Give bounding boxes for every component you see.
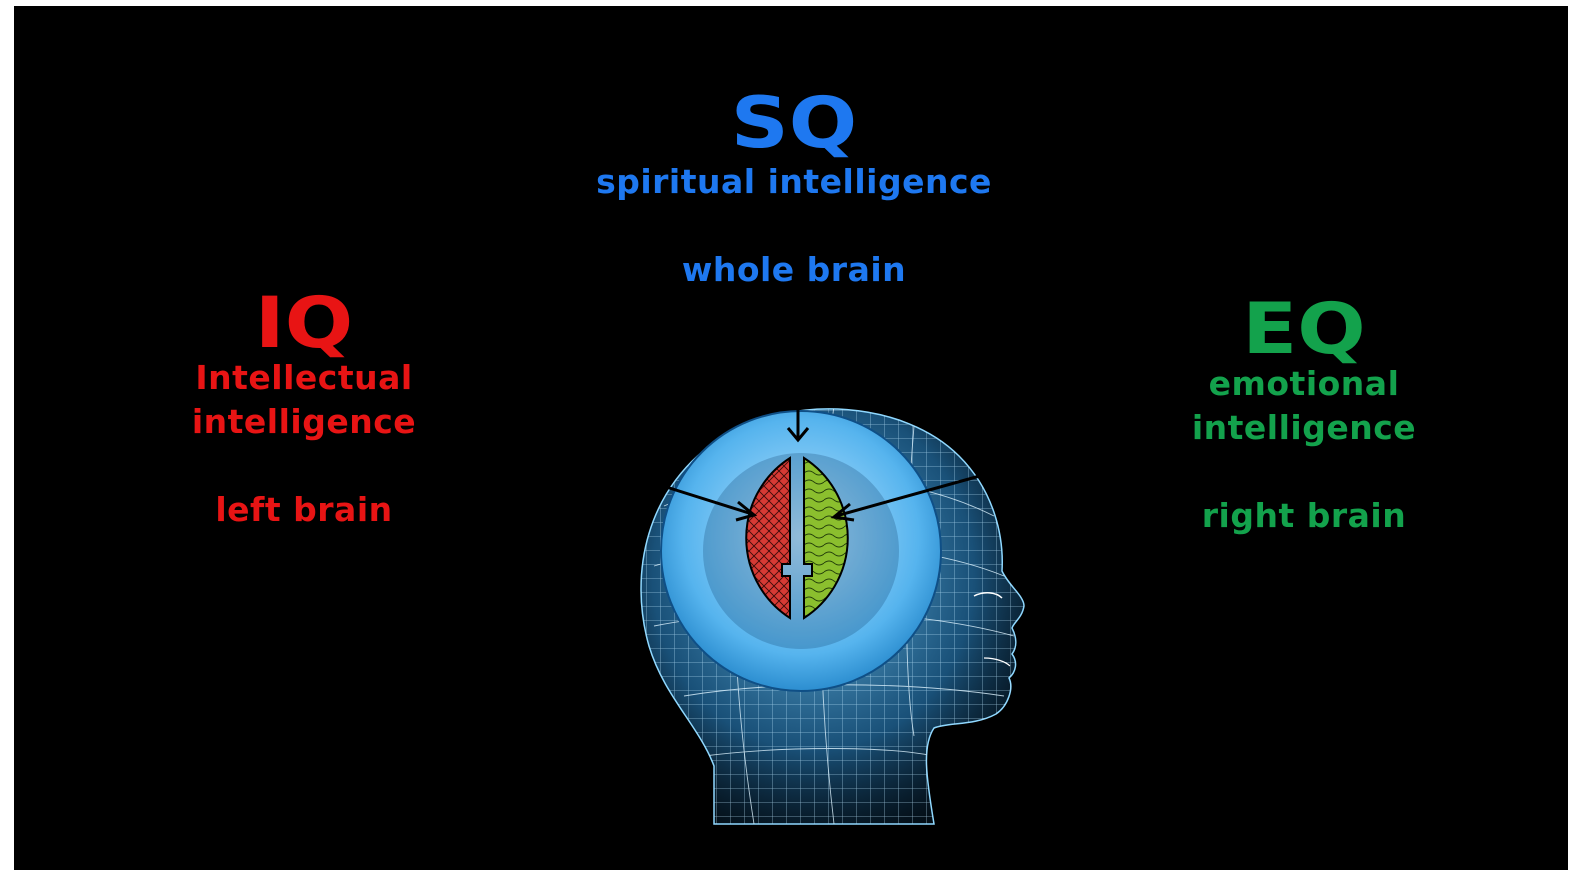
- iq-subtitle-line1: Intellectual: [195, 358, 413, 397]
- sq-subtitle: spiritual intelligence: [596, 162, 992, 201]
- eq-subtitle-line2: intelligence: [1191, 408, 1417, 447]
- wireframe-head-icon: [640, 396, 1025, 825]
- eq-title: EQ: [1242, 288, 1366, 370]
- right-hemisphere: [803, 456, 849, 620]
- arrow-icon: [643, 396, 995, 522]
- sq-title: SQ: [730, 82, 858, 164]
- iq-subtitle-line2: intelligence: [191, 402, 417, 441]
- slide: SQ spiritual intelligence whole brain IQ…: [14, 6, 1568, 870]
- brain-circle-icon: [660, 410, 942, 692]
- eq-note: right brain: [1201, 496, 1407, 535]
- sq-note: whole brain: [681, 250, 907, 289]
- left-hemisphere: [745, 456, 791, 620]
- iq-title: IQ: [254, 282, 354, 364]
- eq-subtitle-line1: emotional: [1208, 364, 1400, 403]
- iq-note: left brain: [215, 490, 393, 529]
